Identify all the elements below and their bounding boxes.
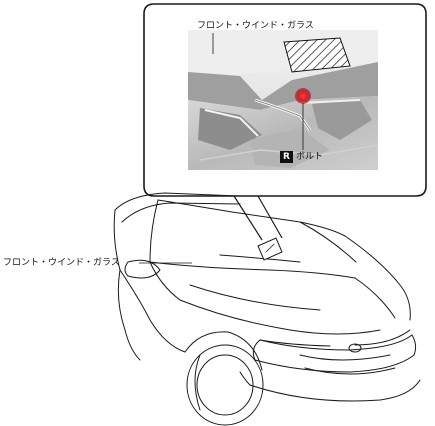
windshield-detail-label: フロント・ウインド・ガラス (197, 21, 314, 31)
car-outline (113, 192, 421, 426)
bolt-marker-badge: R (280, 151, 293, 163)
detail-illustration (188, 30, 379, 170)
bolt-highlight (295, 88, 311, 104)
callout-pointer (233, 195, 283, 241)
windshield-marker (257, 237, 283, 261)
bolt-label: ボルト (296, 152, 324, 162)
windshield-overview-label: フロント・ウインド・ガラス (3, 258, 120, 268)
